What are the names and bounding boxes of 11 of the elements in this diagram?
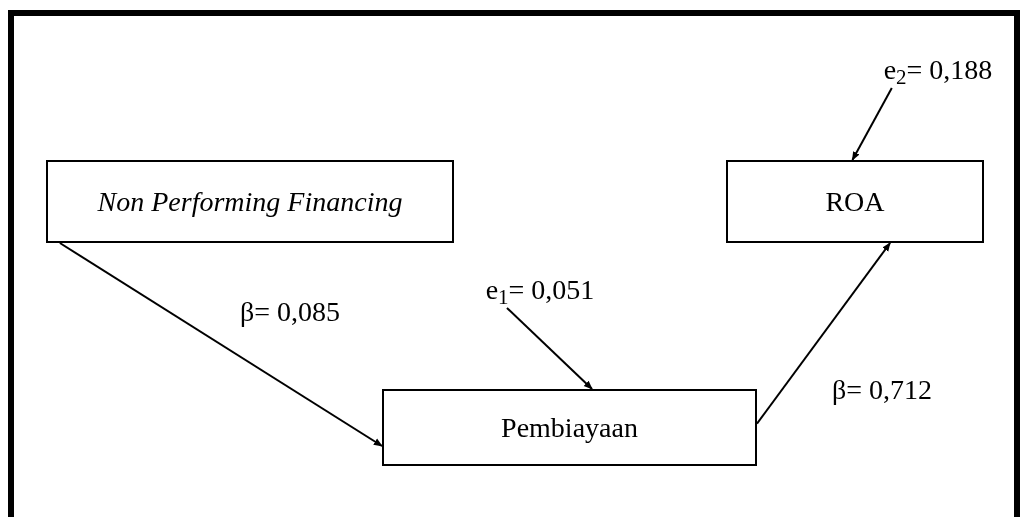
arrow [505,307,593,390]
edge-label: β= 0,085 [240,298,341,326]
edge-label: β= 0,712 [832,376,933,404]
variable-box: Non Performing Financing [46,160,454,243]
arrow [756,242,892,425]
arrow [58,242,383,447]
variable-box: ROA [726,160,984,243]
error-term-label: e$_{2}$= 0,188 [868,52,1008,88]
error-term-label: e$_{1}$= 0,051 [470,272,610,308]
arrow [851,87,893,161]
variable-box: Pembiayaan [382,389,757,466]
